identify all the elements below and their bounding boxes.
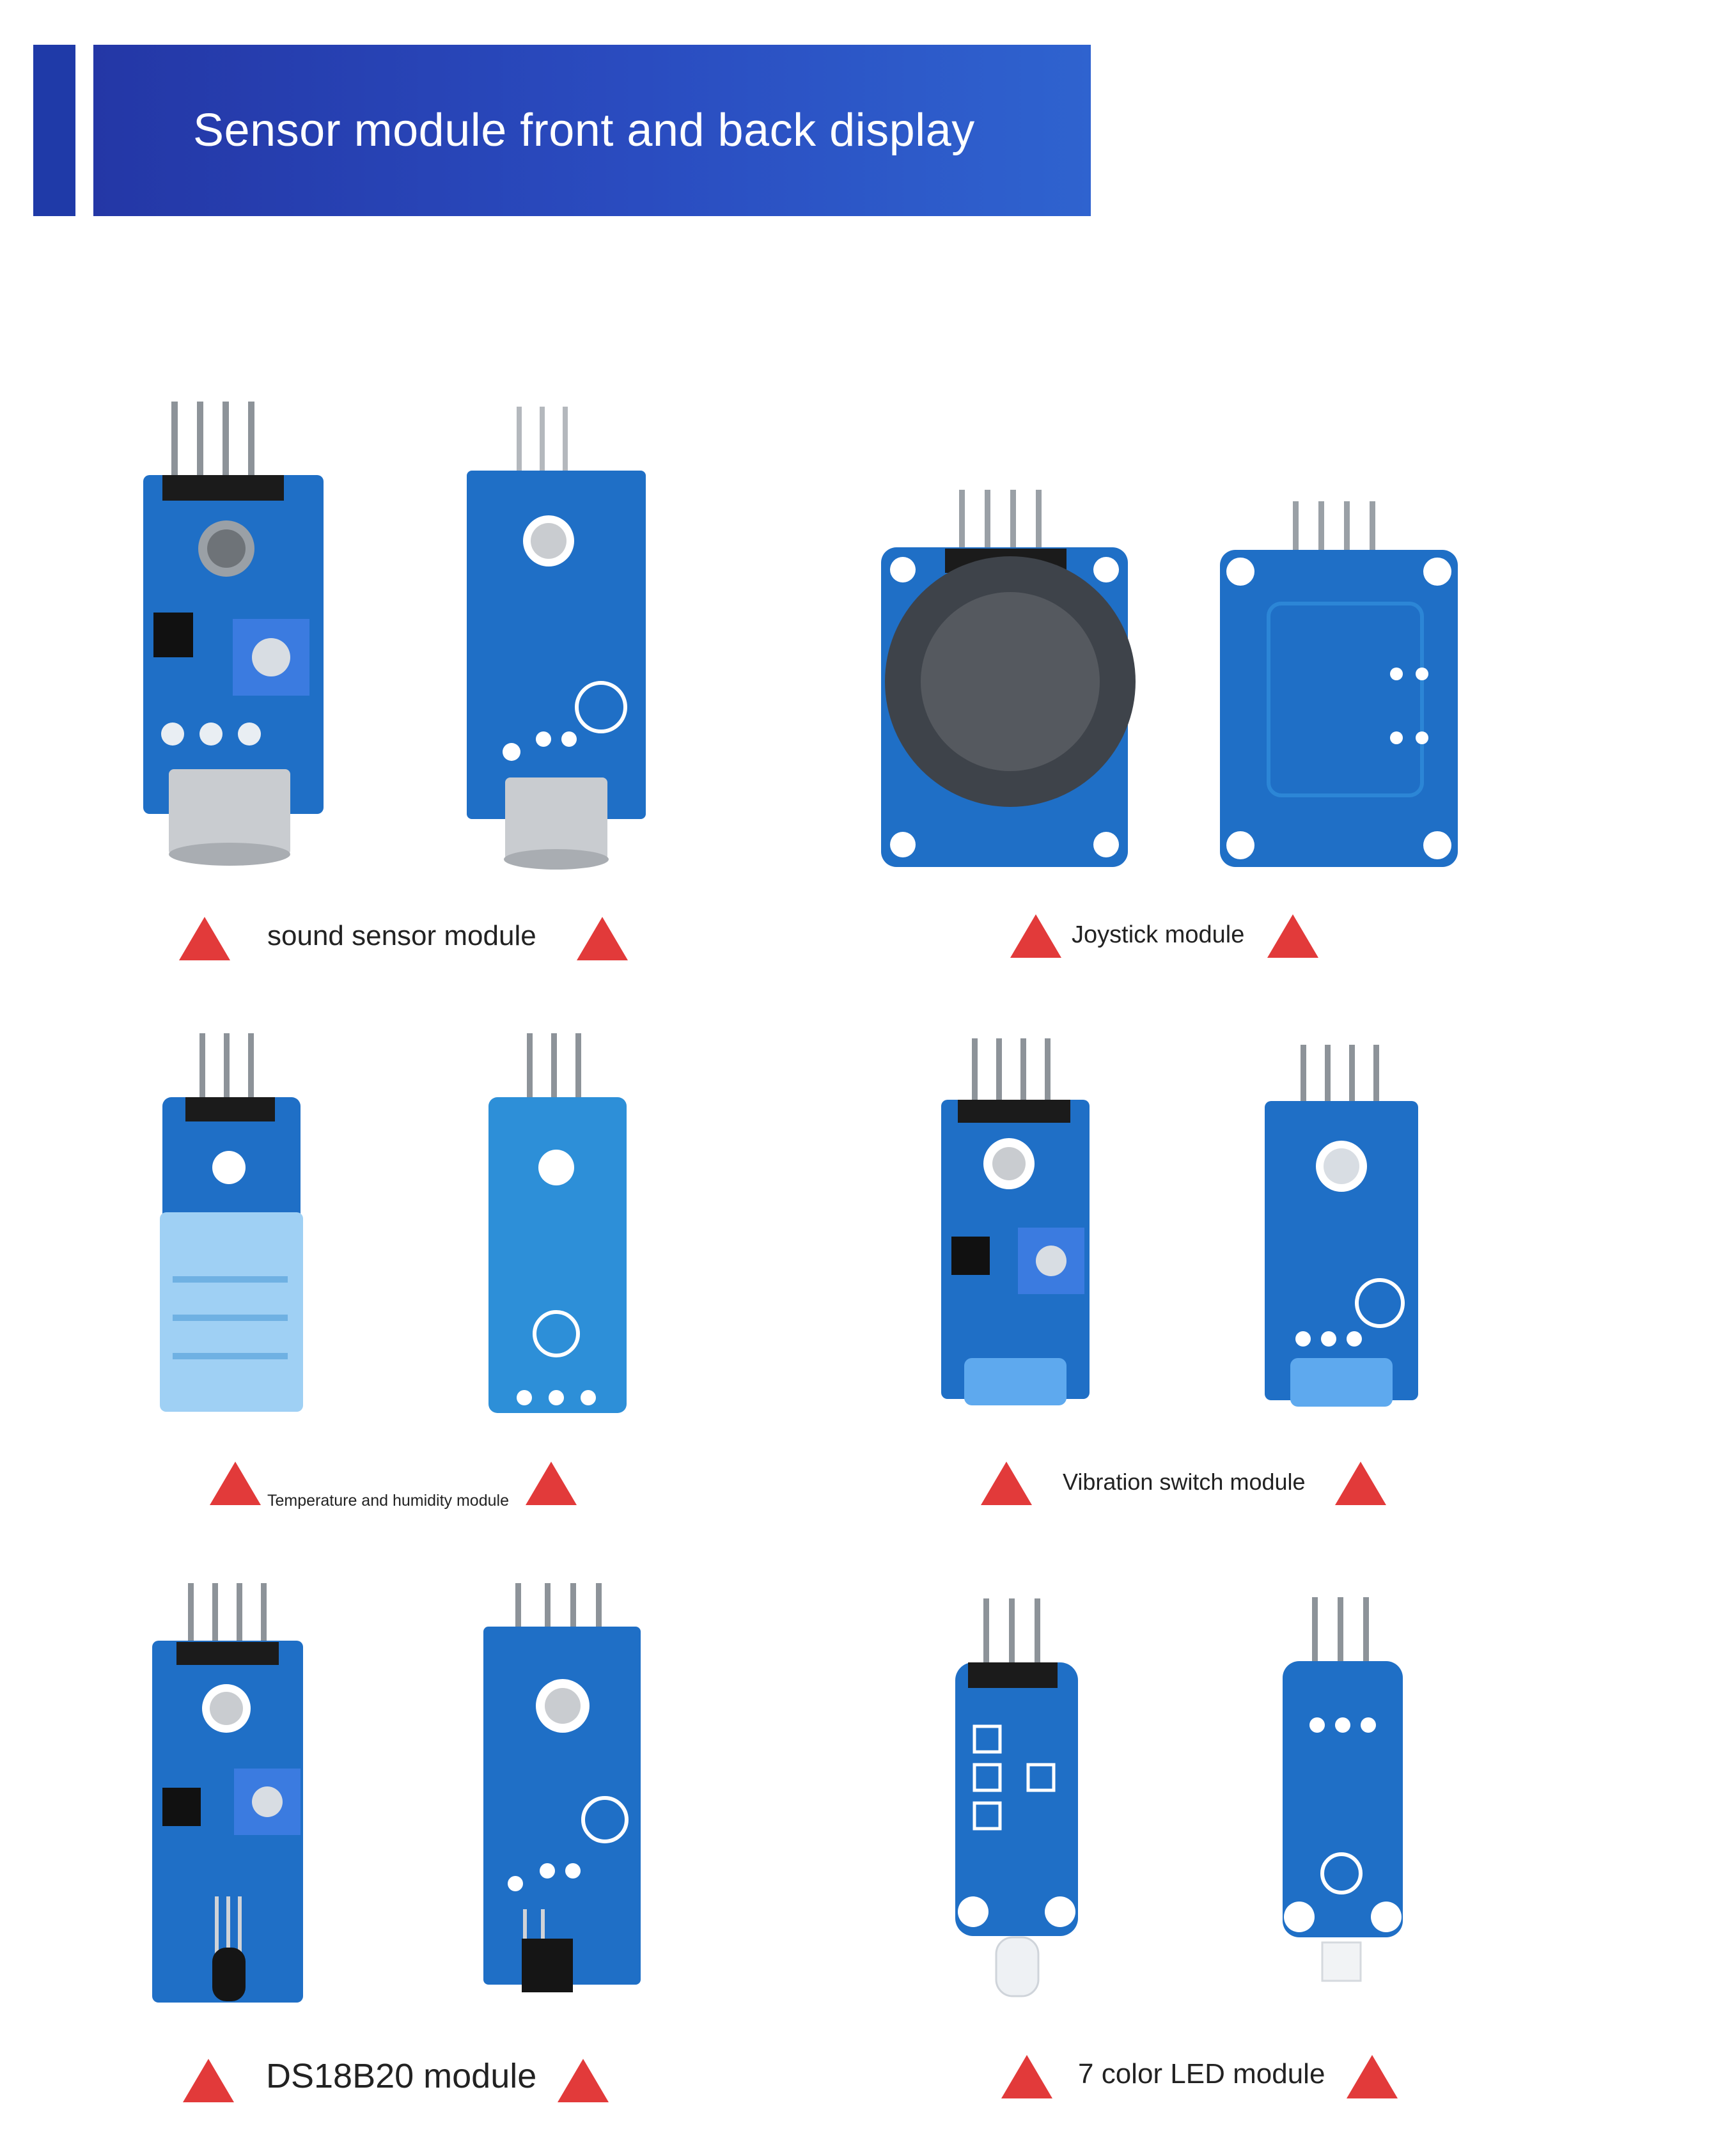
red-triangle-icon	[577, 917, 628, 960]
red-triangle-icon	[558, 2059, 609, 2102]
joystick-back-image	[1217, 501, 1460, 867]
banner-accent-bar	[33, 45, 75, 216]
vibration-switch-back-image	[1265, 1045, 1418, 1410]
sound-sensor-front-image	[137, 402, 324, 868]
temperature-humidity-back-image	[486, 1033, 629, 1413]
seven-color-led-front-image	[951, 1598, 1079, 2000]
red-triangle-icon	[526, 1462, 577, 1505]
module-caption: Joystick module	[1072, 921, 1245, 948]
red-triangle-icon	[1267, 914, 1318, 958]
red-triangle-icon	[210, 1462, 261, 1505]
seven-color-led-back-image	[1280, 1597, 1405, 1988]
module-caption: 7 color LED module	[1078, 2058, 1325, 2090]
red-triangle-icon	[981, 1462, 1032, 1505]
module-caption: DS18B20 module	[266, 2057, 537, 2095]
ds18b20-back-image	[483, 1583, 641, 1992]
red-triangle-icon	[1335, 1462, 1386, 1505]
sound-sensor-back-image	[467, 407, 652, 870]
red-triangle-icon	[1001, 2055, 1052, 2098]
red-triangle-icon	[1347, 2055, 1398, 2098]
red-triangle-icon	[183, 2059, 234, 2102]
joystick-front-image	[881, 490, 1136, 867]
red-triangle-icon	[179, 917, 230, 960]
ds18b20-front-image	[151, 1583, 304, 2003]
module-caption: Temperature and humidity module	[267, 1492, 509, 1510]
page-title: Sensor module front and back display	[193, 105, 975, 156]
temperature-humidity-front-image	[160, 1033, 303, 1412]
header-banner: Sensor module front and back display	[93, 45, 1091, 216]
module-caption: sound sensor module	[267, 920, 536, 951]
red-triangle-icon	[1010, 914, 1061, 958]
module-caption: Vibration switch module	[1063, 1469, 1306, 1495]
vibration-switch-front-image	[939, 1038, 1092, 1409]
